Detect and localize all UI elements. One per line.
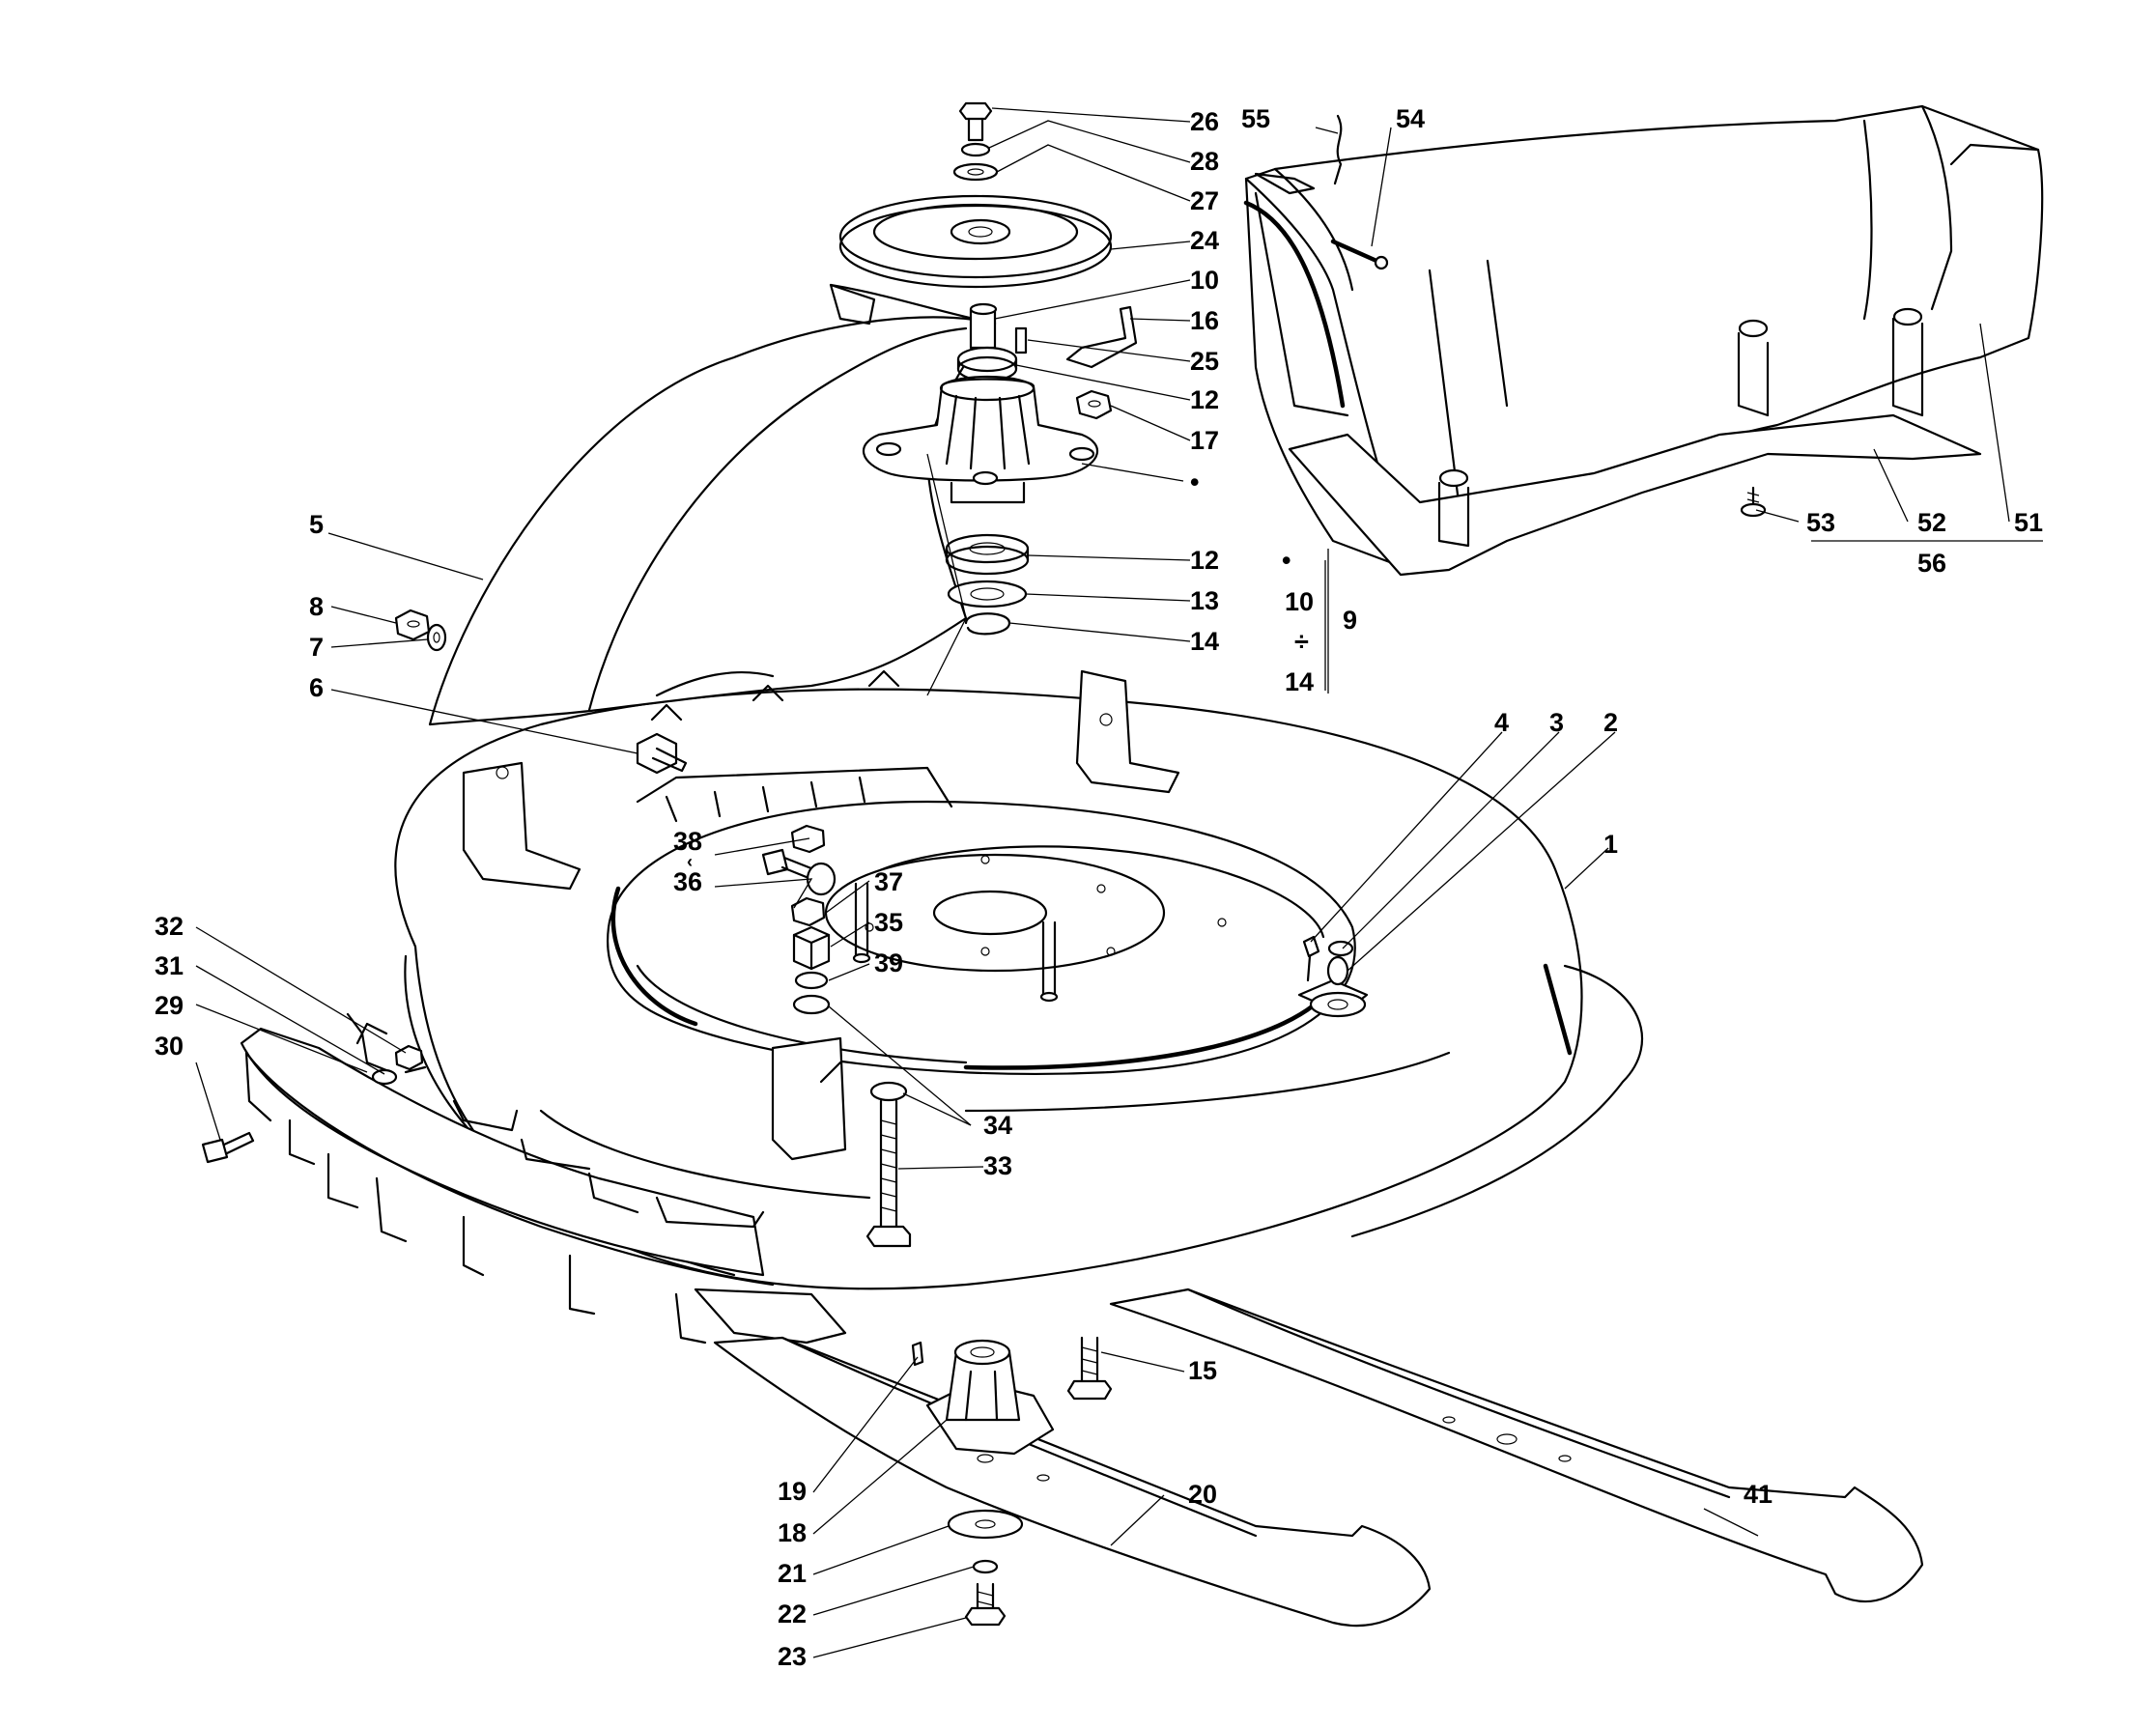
label-30: 30 [155,1032,184,1061]
label-20: 20 [1188,1480,1217,1509]
label-28: 28 [1190,147,1219,176]
leader-lines [195,107,2043,1658]
spindle-assembly [838,101,1138,636]
label-15: 15 [1188,1356,1217,1385]
label-1: 1 [1603,830,1618,859]
label-21: 21 [778,1559,807,1588]
screw-53 [1740,486,1767,518]
label-10: 10 [1190,266,1219,295]
label-13: 13 [1190,586,1219,615]
belt-guard-cover [428,283,997,726]
label-12-lower: 12 [1190,546,1219,575]
label-54: 54 [1396,104,1425,133]
label-16: 16 [1190,306,1219,335]
label-25: 25 [1190,347,1219,376]
label-17: 17 [1190,426,1219,455]
label-5: 5 [309,510,324,539]
kit-range-from: 10 [1285,587,1314,616]
label-33: 33 [983,1151,1012,1180]
label-12-upper: 12 [1190,385,1219,414]
kit-range-separator: ÷ [1294,627,1309,656]
callout-labels: 26 28 27 24 10 16 25 12 17 • 12 13 14 • … [155,104,2043,1671]
label-14: 14 [1190,627,1219,656]
label-53: 53 [1806,508,1835,537]
label-29: 29 [155,991,184,1020]
label-36-38-link: ‹ [687,852,693,871]
label-41: 41 [1744,1480,1773,1509]
label-hub-marker: • [1190,467,1199,496]
label-19: 19 [778,1477,807,1506]
label-26: 26 [1190,107,1219,136]
label-35: 35 [874,908,903,937]
label-18: 18 [778,1518,807,1547]
blade-assembly [713,1288,1924,1628]
label-38: 38 [673,827,702,856]
hardware-left [394,609,912,1248]
label-34: 34 [983,1111,1012,1140]
front-guard [201,1012,847,1345]
kit-range-to: 14 [1285,667,1314,696]
kit-marker: • [1282,546,1291,575]
label-36: 36 [673,867,702,896]
label-22: 22 [778,1600,807,1628]
label-55: 55 [1241,104,1270,133]
label-24: 24 [1190,226,1219,255]
label-56: 56 [1917,549,1946,578]
grass-chute [1243,104,2044,577]
label-51: 51 [2014,508,2043,537]
label-39: 39 [874,948,903,977]
label-23: 23 [778,1642,807,1671]
label-4: 4 [1494,708,1509,737]
cutter-deck [394,669,1644,1290]
label-52: 52 [1917,508,1946,537]
label-8: 8 [309,592,324,621]
label-7: 7 [309,633,324,662]
label-37: 37 [874,867,903,896]
label-32: 32 [155,912,184,941]
label-3: 3 [1549,708,1564,737]
label-27: 27 [1190,186,1219,215]
label-31: 31 [155,951,184,980]
label-2: 2 [1603,708,1618,737]
label-6: 6 [309,673,324,702]
label-9: 9 [1343,606,1357,635]
